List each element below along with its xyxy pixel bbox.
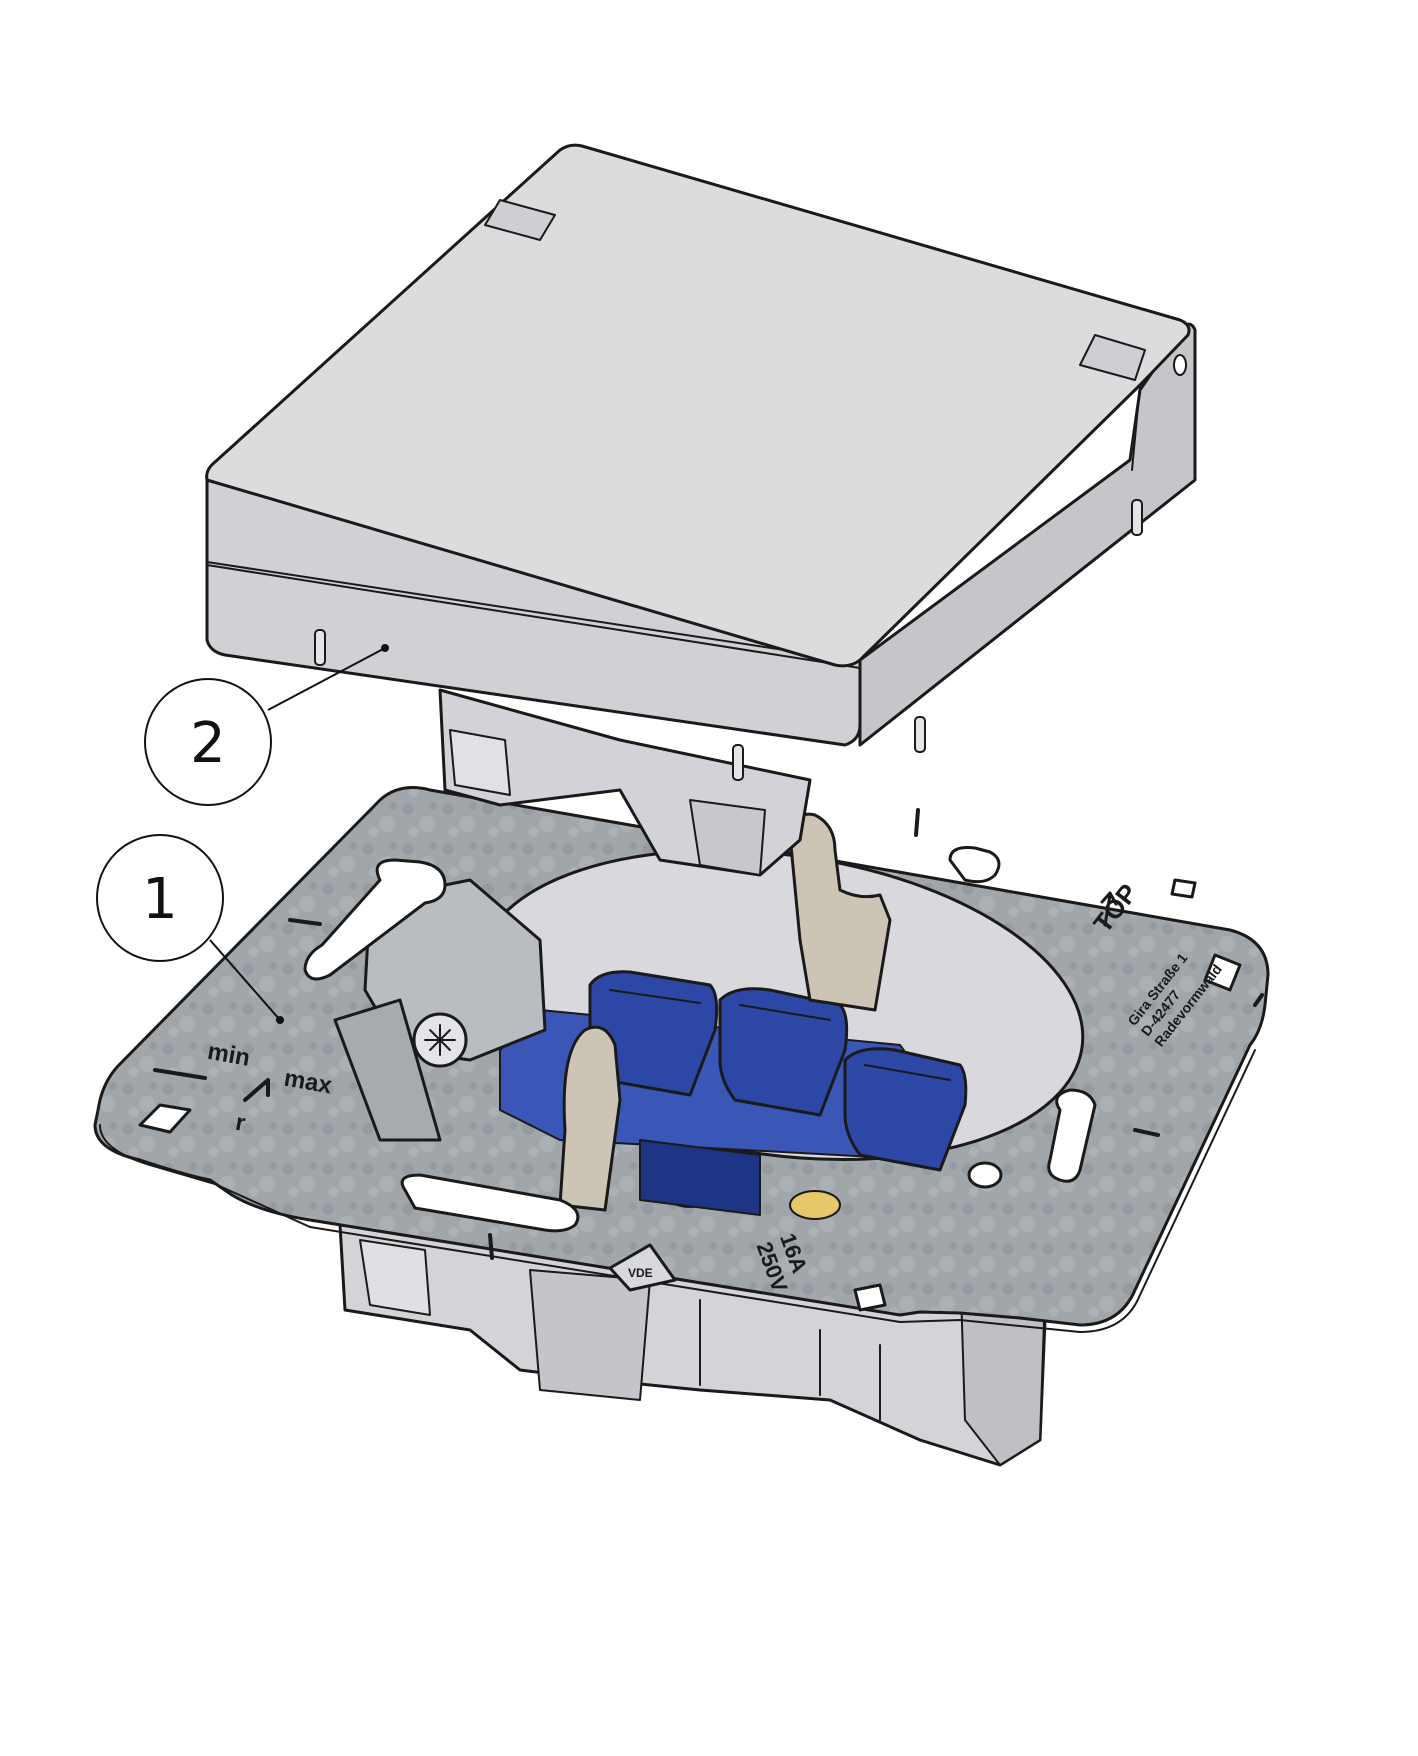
callout-1-label: 1 (142, 867, 178, 932)
callout-1: 1 (96, 834, 284, 1024)
cover-pegs (314, 499, 1143, 781)
socket-insert-with-mounting-plate: min max r TOP Gira Straße 1 D-42477 Rade… (93, 786, 1270, 1467)
square-hole-bottom (853, 1283, 887, 1312)
diamond-hole-left (138, 1103, 192, 1134)
cover-top-face (205, 143, 1191, 668)
approval-mark: VDE (608, 1243, 677, 1292)
fixing-claw (333, 878, 547, 1142)
keyhole-slot-left (303, 858, 447, 981)
flip-cover-unit (205, 143, 1197, 877)
slot-bottom-left (400, 1173, 580, 1233)
slot-right (1047, 1088, 1097, 1183)
callout-2-label: 2 (190, 711, 226, 776)
top-arrow-icon (1100, 891, 1118, 927)
callout-2: 2 (144, 644, 389, 806)
earthing-contact-left (558, 1025, 622, 1212)
marking-r: r (234, 1109, 248, 1137)
diamond-hole-right (1203, 953, 1242, 992)
svg-text:VDE: VDE (628, 1266, 653, 1280)
slot-top-right (948, 846, 1001, 884)
alignment-marks (153, 808, 1264, 1260)
